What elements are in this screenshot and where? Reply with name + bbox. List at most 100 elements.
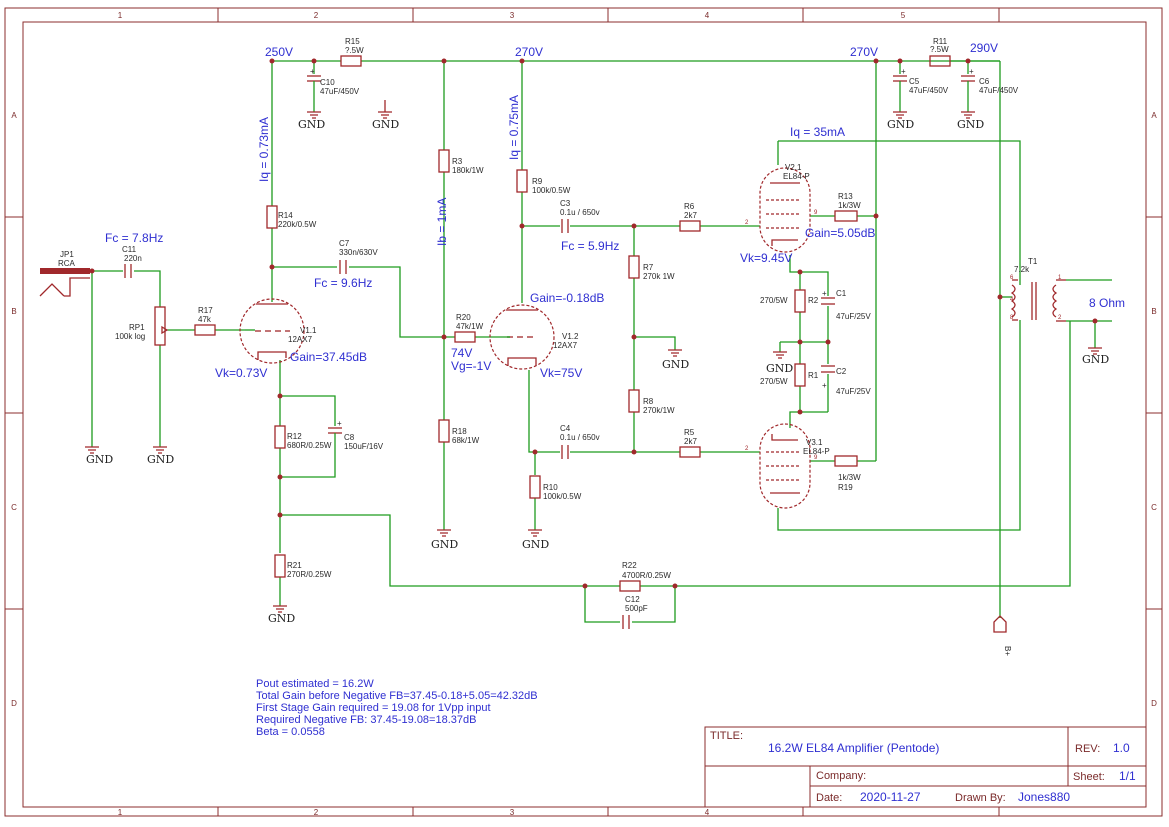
capacitor-c3: C3 0.1u / 650v — [560, 199, 600, 233]
c6-value: 47uF/450V — [979, 86, 1019, 95]
c1-value: 47uF/25V — [836, 312, 871, 321]
resistor-r20: R20 47k/1W — [454, 313, 484, 343]
col-marker: 1 — [118, 808, 123, 817]
capacitor-c2: + C2 47uF/25V — [821, 365, 871, 396]
r22-value: 4700R/0.25W — [622, 571, 671, 580]
svg-text:GND: GND — [431, 538, 458, 551]
design-notes: Pout estimated = 16.2W Total Gain before… — [256, 678, 538, 738]
r19-ref: R19 — [838, 483, 853, 492]
svg-text:GND: GND — [298, 118, 325, 131]
resistor-r6: R6 2k7 — [679, 202, 701, 232]
c2-ref: C2 — [836, 367, 847, 376]
row-marker: C — [1151, 503, 1157, 512]
r9-ref: R9 — [532, 177, 543, 186]
c5-value: 47uF/450V — [909, 86, 949, 95]
svg-text:GND: GND — [372, 118, 399, 131]
r13-ref: R13 — [838, 192, 853, 201]
drawn-by-label: Drawn By: — [955, 792, 1006, 804]
r12-ref: R12 — [287, 432, 302, 441]
junction-dot — [672, 583, 678, 589]
note-line: First Stage Gain required = 19.08 for 1V… — [256, 702, 491, 714]
rp1-value: 100k log — [115, 332, 145, 341]
svg-text:2: 2 — [745, 220, 749, 226]
pentode-v2-1: 2 9 V2.1 EL84-P — [745, 163, 818, 253]
row-marker: B — [11, 307, 16, 316]
junction-dot — [582, 583, 588, 589]
design-annotations: 250V 270V 270V 290V Iq = 0.73mA Iq = 0.7… — [105, 41, 1125, 380]
title-label: TITLE: — [710, 730, 743, 742]
svg-text:+: + — [969, 67, 974, 76]
iq-stage1: Iq = 0.73mA — [257, 117, 271, 182]
drawing-title: 16.2W EL84 Amplifier (Pentode) — [768, 741, 939, 755]
junction-dot — [441, 58, 447, 64]
junction-dot — [277, 393, 283, 399]
capacitor-c6: + C6 47uF/450V — [961, 67, 1019, 112]
fc-input: Fc = 7.8Hz — [105, 231, 163, 245]
svg-text:9: 9 — [814, 210, 818, 216]
ground-symbol: GND — [147, 446, 174, 466]
capacitor-c1: + C1 47uF/25V — [821, 289, 871, 321]
iq-output: Iq = 35mA — [790, 125, 845, 139]
junction-dot — [1092, 318, 1098, 324]
junction-dot — [89, 268, 95, 274]
c7-value: 330n/630V — [339, 248, 378, 257]
svg-text:GND: GND — [887, 118, 914, 131]
v11-value: 12AX7 — [288, 335, 313, 344]
ground-symbol: GND — [522, 529, 549, 551]
c4-ref: C4 — [560, 424, 571, 433]
jp1-ref: JP1 — [60, 250, 74, 259]
r14-ref: R14 — [278, 211, 293, 220]
r1-ref: R1 — [808, 371, 819, 380]
capacitor-c12: C12 500pF — [622, 595, 648, 629]
capacitor-c10: + C10 47uF/450V — [307, 67, 360, 112]
r7-ref: R7 — [643, 263, 654, 272]
r2-value: 270/5W — [760, 296, 788, 305]
iq-stage2: Iq = 0.75mA — [507, 95, 521, 160]
gain-stage1: Gain=37.45dB — [290, 350, 367, 364]
col-marker: 5 — [901, 11, 906, 20]
c11-ref: C11 — [122, 245, 137, 254]
load-8-ohm: 8 Ohm — [1089, 296, 1125, 310]
r17-value: 47k — [198, 315, 212, 324]
junction-dot — [997, 294, 1003, 300]
jp1-value: RCA — [58, 259, 76, 268]
v31-ref: V3.1 — [806, 438, 823, 447]
ground-symbol: GND — [766, 351, 793, 375]
resistor-r1: R1 270/5W — [760, 363, 819, 387]
svg-text:GND: GND — [86, 453, 113, 466]
r13-value: 1k/3W — [838, 201, 861, 210]
resistor-r2: R2 270/5W — [760, 289, 819, 313]
resistor-r13: R13 1k/3W — [834, 192, 861, 222]
grounds: GND GND GND GND GND GND GND GND GND GND … — [85, 100, 1109, 625]
rev-value: 1.0 — [1113, 741, 1130, 755]
col-marker: 3 — [510, 11, 515, 20]
col-marker: 2 — [314, 11, 319, 20]
junction-dot — [631, 223, 637, 229]
gain-stage2: Gain=-0.18dB — [530, 291, 604, 305]
junction-dot — [277, 474, 283, 480]
junction-dot — [631, 449, 637, 455]
c3-value: 0.1u / 650v — [560, 208, 600, 217]
voltage-74v: 74V — [451, 346, 472, 360]
r18-value: 68k/1W — [452, 436, 480, 445]
junction-dot — [965, 58, 971, 64]
ground-symbol: GND — [662, 349, 689, 371]
ground-symbol: GND — [431, 529, 458, 551]
v21-ref: V2.1 — [785, 163, 802, 172]
col-marker: 2 — [314, 808, 319, 817]
r3-value: 180k/1W — [452, 166, 484, 175]
junction-dot — [269, 58, 275, 64]
sheet-value: 1/1 — [1119, 769, 1136, 783]
c6-ref: C6 — [979, 77, 990, 86]
svg-text:6: 6 — [1010, 275, 1014, 281]
output-transformer-t1: 648 12 T1 7.2k — [1010, 257, 1066, 322]
resistor-r18: R18 68k/1W — [438, 419, 480, 445]
svg-text:GND: GND — [522, 538, 549, 551]
rp1-ref: RP1 — [129, 323, 145, 332]
row-marker: D — [11, 699, 17, 708]
resistor-r11: R11 ?.5W — [929, 37, 951, 67]
voltage-290v: 290V — [970, 41, 998, 55]
c12-value: 500pF — [625, 604, 648, 613]
company-label: Company: — [816, 770, 866, 782]
